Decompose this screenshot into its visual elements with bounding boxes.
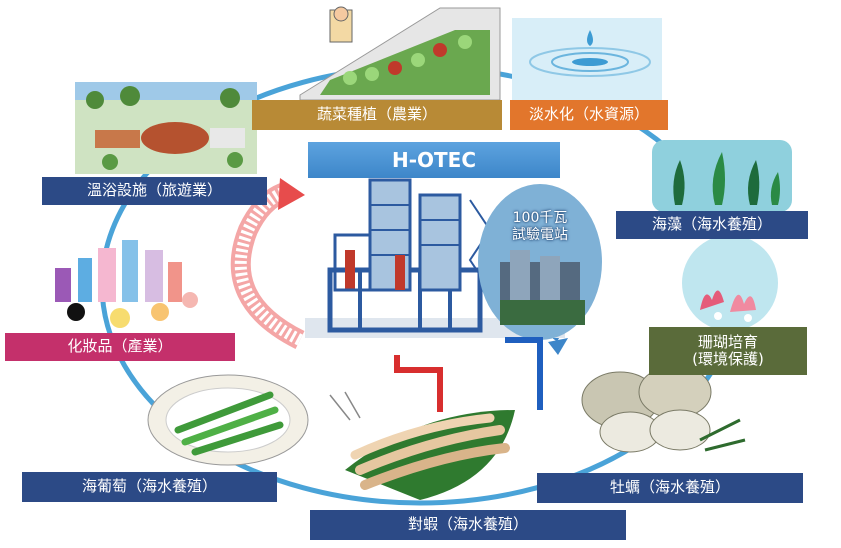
vegetable-farm-illustration: [299, 6, 501, 101]
shrimp-illustration: [329, 391, 515, 500]
h-otec-title: H-OTEC: [308, 142, 560, 178]
otec-plant-illustration: [305, 178, 565, 338]
warm-water-pipe: [394, 355, 443, 412]
water-ripple-illustration: [512, 18, 662, 100]
oyster-label: 牡蠣（海水養殖）: [537, 473, 803, 503]
plant-label: 100千瓦 試驗電站: [490, 210, 590, 244]
coral-label: 珊瑚培育 (環境保護): [649, 327, 807, 375]
oyster-illustration: [581, 365, 746, 453]
shrimp-label: 對蝦（海水養殖）: [310, 510, 626, 540]
hot-spring-label: 溫浴設施（旅遊業）: [42, 177, 267, 205]
coral-label-line-2: (環境保護): [692, 350, 764, 368]
plant-label-line-1: 100千瓦: [512, 210, 568, 226]
coral-label-line-1: 珊瑚培育: [697, 332, 758, 351]
cosmetics-label: 化妝品（產業）: [5, 333, 235, 361]
seaweed-label: 海藻（海水養殖）: [616, 211, 808, 239]
hot-spring-resort-illustration: [75, 82, 257, 174]
seaweed-illustration: [652, 140, 792, 212]
coral-illustration: [682, 235, 778, 331]
cosmetics-illustration: [55, 240, 198, 328]
desalination-label: 淡水化（水資源）: [510, 100, 668, 130]
vegetable-farming-label: 蔬菜種植（農業）: [252, 100, 502, 130]
plant-photo-bubble: [478, 184, 602, 340]
cycle-arrow: [230, 178, 305, 349]
plant-label-line-2: 試驗電站: [512, 226, 568, 243]
sea-grape-plate-illustration: [147, 374, 309, 466]
sea-grape-label: 海葡萄（海水養殖）: [22, 472, 277, 502]
cold-water-pipe: [505, 337, 543, 410]
